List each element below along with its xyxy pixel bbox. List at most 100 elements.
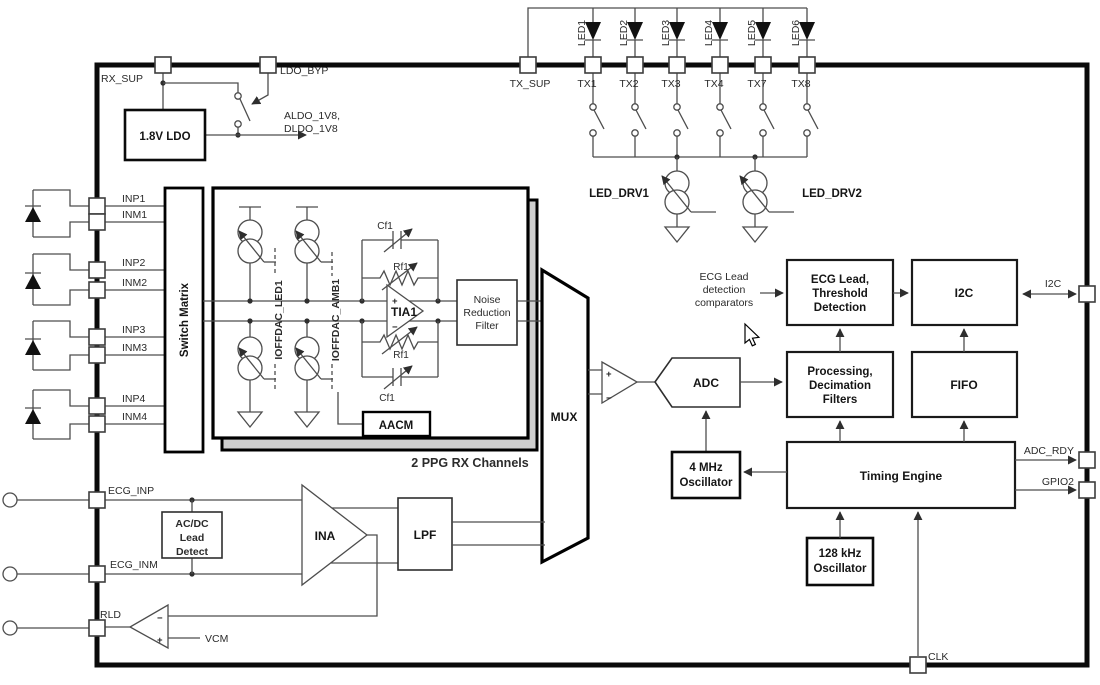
- clk-pin: [909, 656, 927, 674]
- led-drv1-label: LED_DRV1: [589, 188, 649, 200]
- tia-feedback-top: Cf1 Rf1: [361, 221, 439, 301]
- aacm-label: AACM: [379, 420, 414, 432]
- tx-switches: [589, 73, 819, 160]
- tia-minus: −: [392, 322, 398, 333]
- led1-label: LED1: [576, 20, 588, 46]
- tx1-pin: [584, 56, 602, 74]
- tx8-pin: [798, 56, 816, 74]
- ppg-caption: 2 PPG RX Channels: [411, 456, 528, 470]
- variable-capacitor-icon: [362, 231, 438, 249]
- comparators-note-line3: comparators: [695, 297, 753, 309]
- ground-icon: [293, 411, 321, 429]
- ecg-block-line3: Detection: [814, 302, 866, 314]
- osc-4mhz-block: [670, 450, 742, 500]
- tx8-label: TX8: [791, 78, 810, 90]
- inp1-pin: [88, 197, 106, 215]
- acdc-line1: AC/DC: [175, 518, 209, 530]
- adc-rdy-label: ADC_RDY: [1024, 445, 1074, 457]
- mouse-cursor-icon: [744, 322, 761, 347]
- tx4-label: TX4: [704, 78, 723, 90]
- ioffdac-led1-sources: [236, 206, 276, 429]
- ecg-inm-label: ECG_INM: [110, 559, 158, 571]
- digital-section: ECG Lead detection comparators ECG Lead,…: [695, 258, 1077, 663]
- i2c-block-label: I2C: [955, 286, 974, 300]
- tia-feedback-bottom: Rf1 Cf1: [361, 321, 439, 404]
- inm4-label: INM4: [122, 411, 147, 423]
- adc-rdy-pin: [1078, 451, 1096, 469]
- comparators-note-line2: detection: [703, 284, 746, 296]
- aldo-label: ALDO_1V8,: [284, 110, 340, 122]
- buffer-minus: −: [606, 393, 612, 404]
- acdc-lead-detect-block: [161, 511, 223, 559]
- inp2-label: INP2: [122, 257, 146, 269]
- gpio2-label: GPIO2: [1042, 476, 1074, 488]
- rf1-bottom-label: Rf1: [393, 350, 409, 361]
- tia-signal-lines: [203, 300, 457, 322]
- osc-128khz-block: [805, 536, 875, 587]
- inm3-label: INM3: [122, 342, 147, 354]
- i2c-block: [910, 258, 1019, 327]
- ecg-inp-pin: [88, 491, 106, 509]
- ecg-inm-pin: [88, 565, 106, 583]
- diode-triangle: [669, 22, 685, 40]
- led-supply-rail: [527, 7, 807, 57]
- tia1-label: TIA1: [391, 305, 417, 319]
- tx3-pin: [668, 56, 686, 74]
- tx4-pin: [711, 56, 729, 74]
- ecg-section: AC/DC Lead Detect ECG_INP ECG_INM RLD IN…: [2, 483, 545, 650]
- rx-sup-label: RX_SUP: [101, 73, 143, 85]
- tx2-label: TX2: [619, 78, 638, 90]
- cf1-bottom-label: Cf1: [379, 393, 395, 404]
- ina-output-wires: [331, 507, 398, 564]
- ground-icon: [663, 226, 691, 244]
- switch-contact: [234, 92, 242, 100]
- electrode-icon: [2, 492, 18, 508]
- aacm-block: [361, 410, 432, 438]
- nrf-line2: Reduction: [463, 307, 510, 319]
- ina-feedback-wire: [168, 534, 378, 617]
- inp3-pin: [88, 328, 106, 346]
- processing-block: [785, 350, 895, 419]
- ecg-input-wires: [105, 499, 312, 575]
- aacm-wire: [337, 392, 363, 425]
- i2c-pin: [1078, 285, 1096, 303]
- osc128-line2: Oscillator: [813, 563, 867, 575]
- tx2-pin: [626, 56, 644, 74]
- ldo-byp-label: LDO_BYP: [280, 65, 328, 77]
- rld-amplifier: [128, 603, 169, 650]
- cf1-top-label: Cf1: [377, 221, 393, 232]
- led2-diode: LED2: [618, 8, 643, 57]
- rld-pin: [88, 619, 106, 637]
- inm2-pin: [88, 281, 106, 299]
- photodiode-icon: [25, 340, 41, 355]
- ppg-channel-block: IOFFDAC_LED1 IOFFDAC_AMB1 Cf1 Rf1 Rf1 Cf…: [203, 186, 539, 452]
- processing-line1: Processing,: [807, 366, 872, 378]
- switch-arm: [239, 98, 251, 122]
- tx3-label: TX3: [661, 78, 680, 90]
- inp1-label: INP1: [122, 193, 146, 205]
- switch-contact: [234, 120, 242, 128]
- diode-triangle: [755, 22, 771, 40]
- electrode-wires: [17, 499, 89, 629]
- inm2-label: INM2: [122, 277, 147, 289]
- led3-label: LED3: [660, 20, 672, 46]
- nrf-line3: Filter: [475, 320, 499, 332]
- led-tx-section: LED1 LED2 LED3 LED4 LED5 LED6: [527, 7, 862, 244]
- inp2-pin: [88, 261, 106, 279]
- led-drv2-source: LED_DRV2: [739, 157, 862, 244]
- led-drv2-label: LED_DRV2: [802, 188, 862, 200]
- timing-engine-label: Timing Engine: [860, 469, 943, 483]
- tia-amplifier: [386, 283, 425, 339]
- ioffdac-amb1-label: IOFFDAC_AMB1: [330, 279, 342, 361]
- tia-plus: +: [392, 296, 398, 307]
- ecg-inp-label: ECG_INP: [108, 485, 154, 497]
- led2-label: LED2: [618, 20, 630, 46]
- ppg-input-section: INP1 INM1 INP2 INM2 INP3 INM3 INP4 INM4 …: [25, 186, 205, 454]
- ina-label: INA: [315, 529, 336, 543]
- processing-line2: Decimation: [809, 380, 871, 392]
- rld-plus: +: [157, 635, 163, 646]
- ldo-byp-branch-wire: [163, 82, 239, 93]
- variable-arrow: [661, 175, 692, 213]
- variable-arrow: [739, 175, 770, 213]
